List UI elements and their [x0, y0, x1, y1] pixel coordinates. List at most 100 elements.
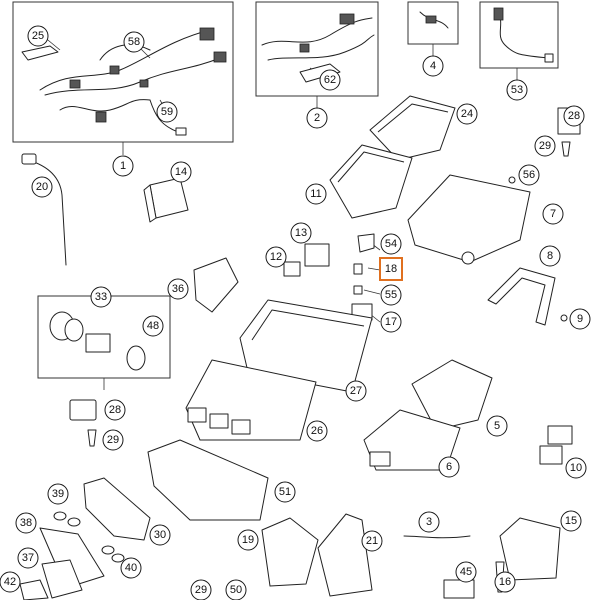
- callout-ring: [361, 530, 383, 552]
- callout-42[interactable]: 42: [0, 571, 21, 593]
- bracket-30: [83, 477, 151, 541]
- callout-ring: [149, 524, 171, 546]
- callout-48[interactable]: 48: [142, 315, 164, 337]
- callout-number: 4: [430, 60, 436, 72]
- callout-62[interactable]: 62: [319, 69, 341, 91]
- callout-37[interactable]: 37: [17, 547, 39, 569]
- callout-12[interactable]: 12: [265, 246, 287, 268]
- callout-14[interactable]: 14: [170, 161, 192, 183]
- callout-19[interactable]: 19: [237, 529, 259, 551]
- callout-56[interactable]: 56: [518, 164, 540, 186]
- callout-29[interactable]: 29: [102, 429, 124, 451]
- callout-ring: [569, 308, 591, 330]
- fuse-55: [353, 285, 363, 295]
- callout-ring: [456, 103, 478, 125]
- callout-58[interactable]: 58: [123, 31, 145, 53]
- callout-8[interactable]: 8: [539, 245, 561, 267]
- callout-number: 15: [565, 515, 577, 527]
- callout-number: 29: [107, 434, 119, 446]
- callout-29[interactable]: 29: [190, 579, 212, 600]
- hose-20: [21, 153, 67, 266]
- callout-25[interactable]: 25: [27, 25, 49, 47]
- callout-51[interactable]: 51: [274, 481, 296, 503]
- callout-ring: [0, 571, 21, 593]
- callout-number: 26: [311, 425, 323, 437]
- callout-45[interactable]: 45: [455, 561, 477, 583]
- tray-51: [147, 439, 269, 521]
- callout-number: 19: [242, 534, 254, 546]
- small-harness: [419, 11, 449, 29]
- callout-number: 55: [385, 289, 397, 301]
- callout-13[interactable]: 13: [290, 222, 312, 244]
- relay-box-14: [143, 177, 189, 223]
- callout-1[interactable]: 1: [112, 155, 134, 177]
- callout-3[interactable]: 3: [418, 511, 440, 533]
- callout-number: 5: [494, 420, 500, 432]
- callout-21[interactable]: 21: [361, 530, 383, 552]
- grommets-40: [101, 545, 125, 563]
- callout-29[interactable]: 29: [534, 135, 556, 157]
- callout-30[interactable]: 30: [149, 524, 171, 546]
- screw-56: [508, 176, 516, 184]
- callout-59[interactable]: 59: [156, 101, 178, 123]
- callout-number: 11: [310, 188, 321, 200]
- screw-9: [560, 314, 568, 322]
- callout-number: 6: [446, 461, 452, 473]
- callout-ring: [506, 79, 528, 101]
- callout-2[interactable]: 2: [306, 107, 328, 129]
- callout-11[interactable]: 11: [305, 183, 327, 205]
- callout-26[interactable]: 26: [306, 420, 328, 442]
- callout-24[interactable]: 24: [456, 103, 478, 125]
- callout-17[interactable]: 17: [380, 311, 402, 333]
- callout-number: 58: [128, 36, 140, 48]
- callout-ring: [542, 203, 564, 225]
- callout-16[interactable]: 16: [494, 571, 516, 593]
- callout-9[interactable]: 9: [569, 308, 591, 330]
- callout-36[interactable]: 36: [167, 278, 189, 300]
- callout-7[interactable]: 7: [542, 203, 564, 225]
- connector-12: [283, 261, 301, 277]
- callout-number: 29: [539, 140, 551, 152]
- callout-ring: [225, 579, 247, 600]
- callout-number: 27: [350, 385, 362, 397]
- sub-harness-group-box: [255, 1, 379, 97]
- control-unit-15: [499, 517, 561, 581]
- connector-42: [19, 579, 49, 600]
- callout-39[interactable]: 39: [47, 483, 69, 505]
- callout-53[interactable]: 53: [506, 79, 528, 101]
- callout-55[interactable]: 55: [380, 284, 402, 306]
- callout-ring: [265, 246, 287, 268]
- callout-number: 38: [20, 517, 32, 529]
- cover-24: [369, 95, 456, 161]
- callout-ring: [418, 511, 440, 533]
- callout-15[interactable]: 15: [560, 510, 582, 532]
- callout-28[interactable]: 28: [104, 399, 126, 421]
- callout-4[interactable]: 4: [422, 55, 444, 77]
- callout-10[interactable]: 10: [565, 457, 587, 479]
- callout-20[interactable]: 20: [31, 176, 53, 198]
- callout-40[interactable]: 40: [120, 557, 142, 579]
- callout-18-highlighted[interactable]: 18: [379, 257, 403, 281]
- callout-33[interactable]: 33: [90, 286, 112, 308]
- callout-50[interactable]: 50: [225, 579, 247, 600]
- callout-ring: [104, 399, 126, 421]
- callout-27[interactable]: 27: [345, 380, 367, 402]
- callout-ring: [306, 107, 328, 129]
- callout-number: 48: [147, 320, 159, 332]
- callout-38[interactable]: 38: [15, 512, 37, 534]
- callout-ring: [47, 483, 69, 505]
- callout-number: 18: [385, 263, 397, 275]
- sub-wiring-harness: [261, 13, 375, 83]
- ecu-26: [185, 359, 317, 441]
- callout-ring: [90, 286, 112, 308]
- callout-ring: [156, 101, 178, 123]
- callout-ring: [274, 481, 296, 503]
- callout-28[interactable]: 28: [563, 105, 585, 127]
- callout-54[interactable]: 54: [380, 233, 402, 255]
- callout-ring: [518, 164, 540, 186]
- callout-ring: [422, 55, 444, 77]
- callout-number: 28: [568, 110, 580, 122]
- callout-6[interactable]: 6: [438, 456, 460, 478]
- callout-ring: [31, 176, 53, 198]
- callout-5[interactable]: 5: [486, 415, 508, 437]
